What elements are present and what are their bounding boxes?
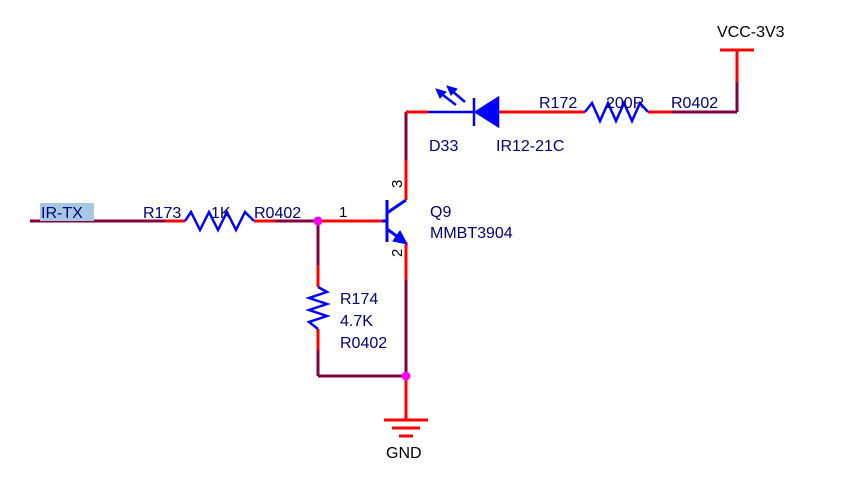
net-label-ir-tx[interactable]: IR-TX [41, 205, 83, 222]
r174-value[interactable]: 4.7K [340, 313, 373, 330]
r172-ref[interactable]: R172 [539, 95, 577, 112]
d33-value[interactable]: IR12-21C [496, 138, 564, 155]
net-label-gnd[interactable]: GND [386, 445, 422, 462]
d33-emit-arrowhead-2 [446, 85, 458, 96]
r172-footprint[interactable]: R0402 [671, 95, 718, 112]
r173-footprint[interactable]: R0402 [254, 205, 301, 222]
ir-tx-highlight [40, 203, 94, 221]
q9-pin-collector: 3 [389, 180, 406, 188]
r174-footprint[interactable]: R0402 [340, 335, 387, 352]
r174-ref[interactable]: R174 [340, 291, 378, 308]
r173-value[interactable]: 1K [211, 205, 231, 222]
d33-emit-arrowhead-1 [435, 88, 447, 99]
pin-stubs [165, 48, 754, 438]
r172-value[interactable]: 200R [606, 95, 644, 112]
q9-transistor [382, 198, 408, 245]
d33-ref[interactable]: D33 [429, 138, 458, 155]
wires [30, 82, 739, 378]
r173-ref[interactable]: R173 [143, 205, 181, 222]
q9-ref[interactable]: Q9 [430, 204, 451, 221]
r172-body [584, 99, 649, 125]
junction-base [313, 216, 323, 226]
r173-body [183, 209, 255, 233]
q9-value[interactable]: MMBT3904 [430, 225, 513, 242]
q9-emitter-arrow [392, 230, 408, 245]
q9-pin-base: 1 [339, 204, 347, 221]
junction-ground [401, 371, 411, 381]
q9-collector-lead [386, 198, 407, 215]
net-label-vcc[interactable]: VCC-3V3 [717, 24, 785, 41]
r174-body [305, 285, 331, 330]
d33-triangle [473, 95, 500, 129]
q9-pin-emitter: 2 [389, 249, 406, 257]
d33-led [428, 85, 500, 129]
